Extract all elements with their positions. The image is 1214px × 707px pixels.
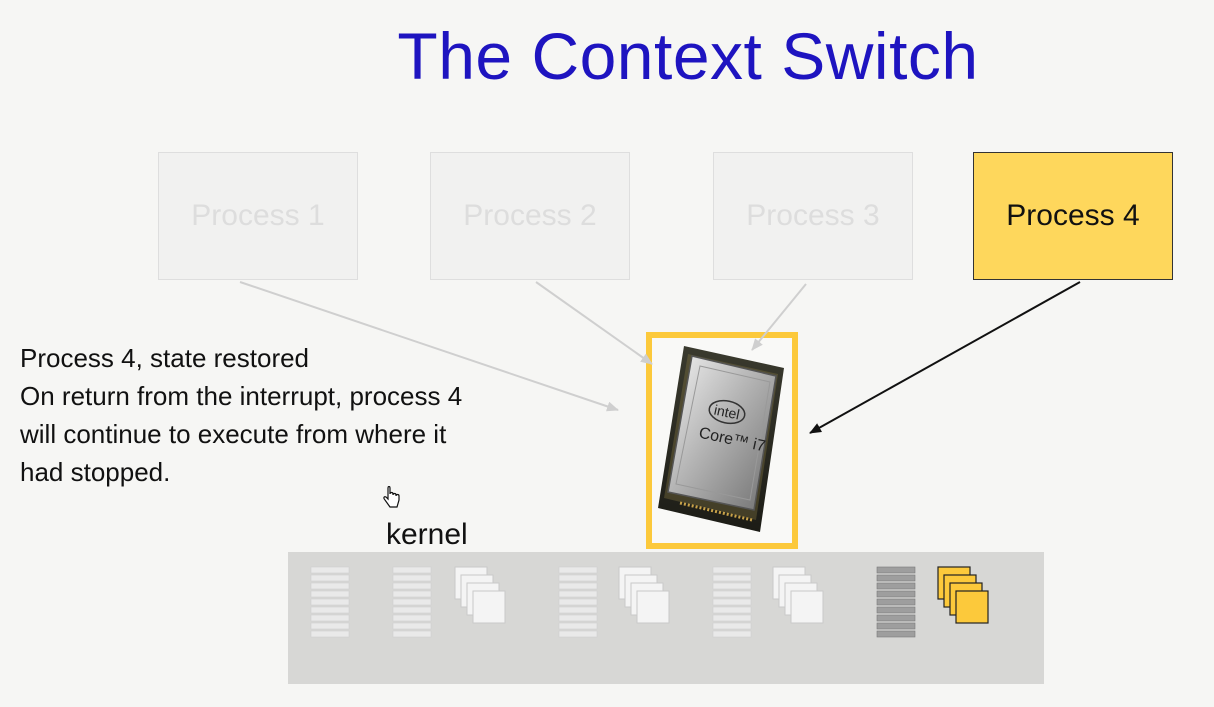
hand-cursor-icon — [383, 486, 400, 508]
register-stack-icon — [310, 566, 916, 638]
page-stack — [772, 566, 824, 624]
register-stack — [310, 566, 350, 638]
process-3-arrow — [751, 283, 807, 351]
description-line: Process 4, state restored — [20, 343, 310, 373]
page-stack — [937, 566, 989, 624]
process-4-arrow — [809, 281, 1081, 434]
cpu-brand: intel — [713, 401, 741, 422]
state-description: Process 4, state restored On return from… — [20, 339, 462, 491]
process-1-box: Process 1 — [158, 152, 358, 280]
register-stack — [876, 566, 916, 638]
register-stack — [392, 566, 432, 638]
process-1-arrow — [239, 281, 619, 412]
description-line: On return from the interrupt, process 4 — [20, 381, 463, 411]
page-stack-icon — [454, 566, 989, 624]
slide-title: The Context Switch — [397, 19, 979, 93]
description-line: will continue to execute from where it — [20, 419, 447, 449]
process-2-arrow — [535, 281, 653, 365]
page-stack — [454, 566, 506, 624]
process-3-box: Process 3 — [713, 152, 913, 280]
register-stack — [558, 566, 598, 638]
description-line: had stopped. — [20, 457, 171, 487]
kernel-label: kernel — [386, 518, 468, 551]
process-2-box: Process 2 — [430, 152, 630, 280]
cpu-chip-icon: intel Core™ i7 — [658, 346, 784, 532]
register-stack — [712, 566, 752, 638]
page-stack — [618, 566, 670, 624]
process-4-box: Process 4 — [973, 152, 1173, 280]
